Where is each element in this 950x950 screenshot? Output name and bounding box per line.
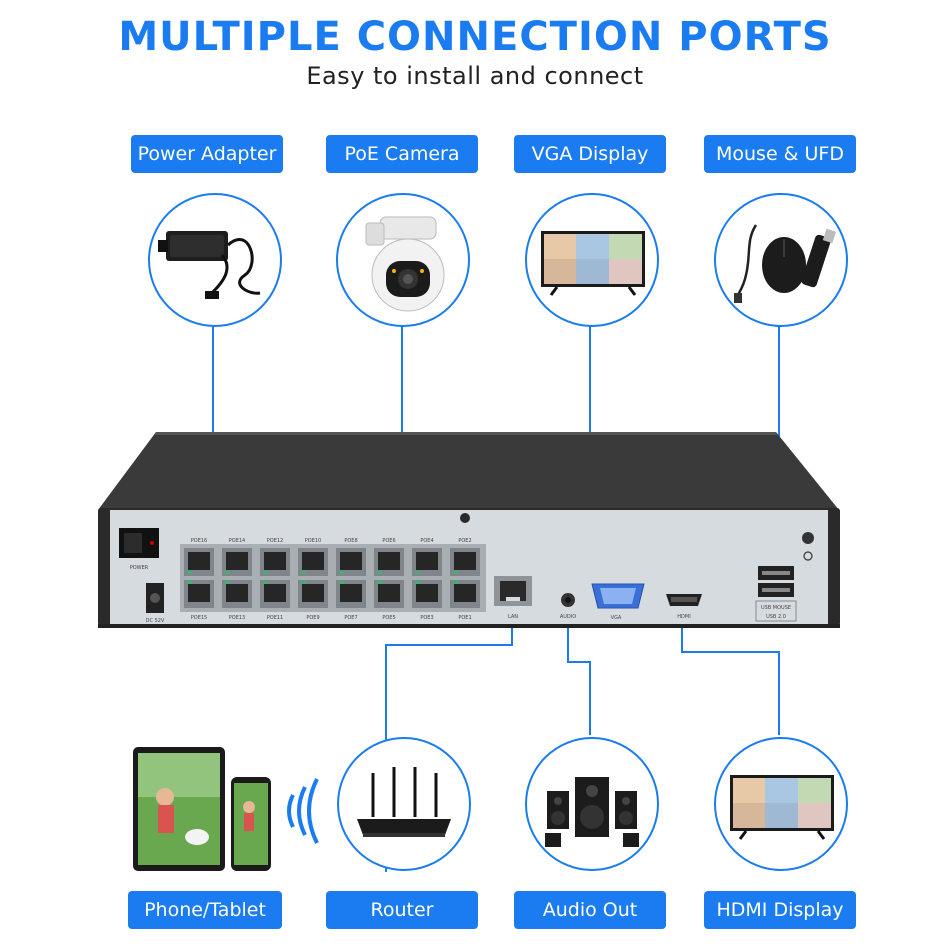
power-switch-label: POWER	[130, 565, 149, 571]
label-poe-camera: PoE Camera	[326, 135, 478, 173]
poe-label-top-4: POE8	[344, 538, 357, 544]
poe-port-led	[225, 581, 230, 584]
poe-port-led	[415, 581, 420, 584]
poe-port-led	[415, 571, 420, 574]
poe-port-led	[339, 581, 344, 584]
poe-label-bottom-5: POE5	[382, 615, 395, 621]
poe-port-led	[301, 571, 306, 574]
poe-port-socket	[340, 552, 362, 570]
poe-label-top-0: POE16	[191, 538, 207, 544]
poe-port-socket	[454, 584, 476, 602]
poe-bottom-labels: POE15 POE13 POE11 POE9 POE7 POE5 POE3 PO…	[191, 615, 472, 621]
poe-port-socket	[416, 552, 438, 570]
poe-top-labels: POE16 POE14 POE12 POE10 POE8 POE6 POE4 P…	[191, 538, 472, 544]
poe-label-top-2: POE12	[267, 538, 283, 544]
hdmi-display-icon	[714, 737, 848, 871]
usb-label-1: USB MOUSE	[761, 605, 791, 611]
poe-port-socket	[340, 584, 362, 602]
audio-line	[567, 600, 591, 735]
poe-label-top-3: POE10	[305, 538, 321, 544]
poe-port-socket	[188, 584, 210, 602]
poe-label-bottom-4: POE7	[344, 615, 357, 621]
poe-port-led	[301, 581, 306, 584]
poe-label-bottom-1: POE13	[229, 615, 245, 621]
poe-port-led	[453, 571, 458, 574]
poe-port-socket	[302, 584, 324, 602]
label-power-adapter: Power Adapter	[131, 135, 283, 173]
poe-label-bottom-7: POE1	[458, 615, 471, 621]
poe-port-led	[263, 581, 268, 584]
poe-port-led	[377, 571, 382, 574]
poe-port-led	[339, 571, 344, 574]
poe-label-top-7: POE2	[458, 538, 471, 544]
poe-label-bottom-2: POE11	[267, 615, 283, 621]
poe-port-led	[187, 571, 192, 574]
poe-label-top-6: POE4	[420, 538, 433, 544]
poe-port-led	[453, 581, 458, 584]
phone-tablet-icon	[133, 747, 319, 871]
poe-port-socket	[416, 584, 438, 602]
poe-port-led	[263, 571, 268, 574]
poe-port-socket	[378, 584, 400, 602]
power-adapter-icon	[148, 193, 282, 327]
poe-camera-icon	[336, 193, 470, 327]
poe-label-bottom-3: POE9	[306, 615, 319, 621]
poe-port-socket	[226, 552, 248, 570]
poe-port-grid	[184, 548, 480, 608]
poe-port-led	[225, 571, 230, 574]
router-icon	[337, 737, 471, 871]
audio-label: AUDIO	[560, 614, 576, 620]
usb-label-2: USB 2.0	[766, 614, 786, 620]
poe-label-bottom-0: POE15	[191, 615, 207, 621]
label-vga-display: VGA Display	[514, 135, 666, 173]
vga-display-icon	[525, 193, 659, 327]
hdmi-label: HDMI	[677, 614, 690, 620]
poe-port-led	[377, 581, 382, 584]
poe-port-socket	[302, 552, 324, 570]
poe-port-socket	[378, 552, 400, 570]
nvr-device: POWER DC 52V POE16 POE14 POE12 POE10 POE…	[98, 432, 840, 628]
poe-port-socket	[188, 552, 210, 570]
poe-port-socket	[226, 584, 248, 602]
page-subtitle: Easy to install and connect	[306, 62, 644, 90]
poe-label-top-5: POE6	[382, 538, 395, 544]
poe-port-socket	[264, 584, 286, 602]
lan-label: LAN	[508, 614, 518, 620]
label-router: Router	[326, 891, 478, 929]
hdmi-line	[681, 610, 780, 735]
poe-port-socket	[264, 552, 286, 570]
poe-port-socket	[454, 552, 476, 570]
label-phone-tablet: Phone/Tablet	[128, 891, 282, 929]
label-hdmi-display: HDMI Display	[704, 891, 856, 929]
poe-port-led	[187, 581, 192, 584]
speakers-icon	[525, 737, 659, 871]
poe-label-bottom-6: POE3	[420, 615, 433, 621]
mouse-ufd-icon	[714, 193, 848, 327]
vga-label: VGA	[611, 615, 622, 621]
poe-label-top-1: POE14	[229, 538, 245, 544]
page-title: MULTIPLE CONNECTION PORTS	[118, 14, 832, 60]
dc-label: DC 52V	[146, 618, 165, 624]
label-audio-out: Audio Out	[514, 891, 666, 929]
label-mouse-ufd: Mouse & UFD	[704, 135, 856, 173]
